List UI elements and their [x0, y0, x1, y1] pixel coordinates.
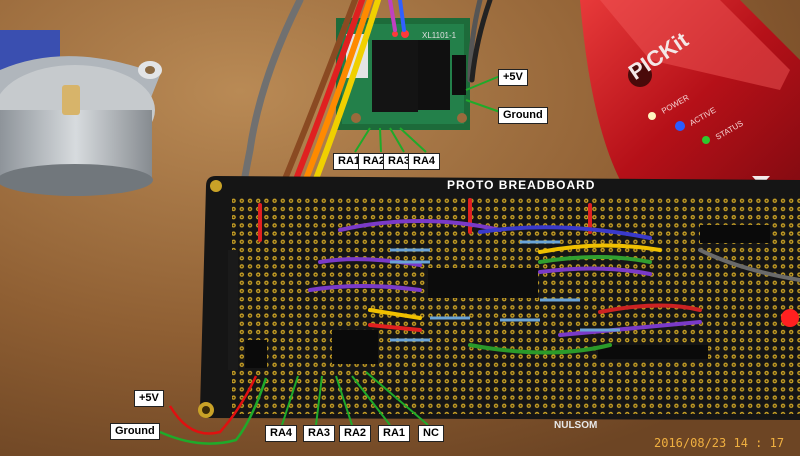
driver-input-ra2-label: RA2 — [358, 153, 391, 170]
board-title: PROTO BREADBOARD — [447, 178, 596, 192]
board-pin-ra2-label: RA2 — [339, 425, 372, 442]
annotation-arrows — [159, 75, 501, 445]
stepper-motor — [0, 30, 162, 196]
board-pin-nc-label: NC — [418, 425, 444, 442]
driver-power-label: +5V — [498, 69, 528, 86]
breadboard-components — [245, 198, 800, 368]
board-pin-ra3-label: RA3 — [303, 425, 336, 442]
driver-chip-text: XL1101-1 — [422, 31, 457, 40]
pickit-programmer — [580, 0, 800, 235]
driver-input-ra4-label: RA4 — [408, 153, 441, 170]
board-power-label: +5V — [134, 390, 164, 407]
board-ground-label: Ground — [110, 423, 160, 440]
photo-timestamp: 2016/08/23 14 : 17 — [654, 436, 785, 450]
board-pin-ra1-label: RA1 — [378, 425, 411, 442]
board-pin-ra4-label: RA4 — [265, 425, 298, 442]
stepper-driver-board — [336, 18, 470, 130]
driver-input-ra1-label: RA1 — [333, 153, 366, 170]
brand-logo-text: NULSOM — [554, 420, 598, 431]
driver-ground-label: Ground — [498, 107, 548, 124]
